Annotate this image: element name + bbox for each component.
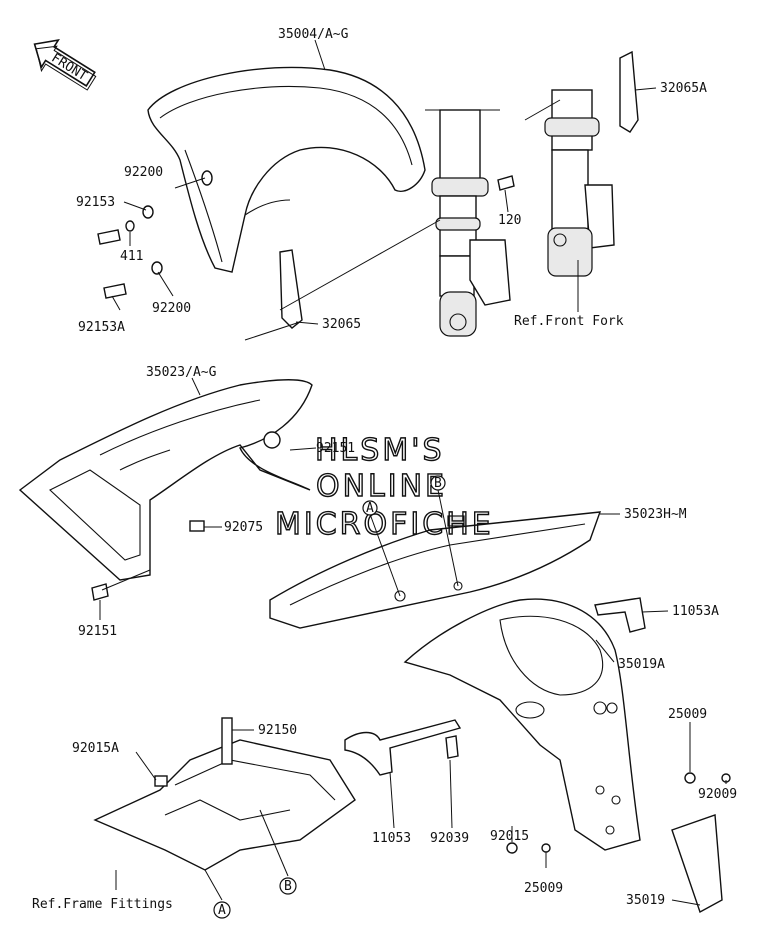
label-32065: 32065 — [322, 317, 361, 332]
label-92075: 92075 — [224, 520, 263, 535]
label-35004: 35004/A~G — [278, 27, 349, 42]
label-35023AG: 35023/A~G — [146, 365, 217, 380]
label-92153A: 92153A — [78, 320, 125, 335]
svg-text:B: B — [284, 879, 292, 894]
svg-text:MICROFICHE: MICROFICHE — [275, 507, 494, 542]
svg-text:HLSM'S: HLSM'S — [315, 433, 445, 468]
callout-A-bottom: A — [213, 901, 231, 919]
label-92039: 92039 — [430, 831, 469, 846]
label-35019: 35019 — [626, 893, 665, 908]
bracket-32065A — [619, 50, 639, 133]
svg-text:A: A — [366, 501, 374, 516]
label-25009-b: 25009 — [524, 881, 563, 896]
label-35019A: 35019A — [618, 657, 665, 672]
label-92151-a: 92151 — [316, 441, 355, 456]
bracket-11053A — [594, 597, 646, 633]
label-92015: 92015 — [490, 829, 529, 844]
label-32065A: 32065A — [660, 81, 707, 96]
label-11053: 11053 — [372, 831, 411, 846]
label-92153: 92153 — [76, 195, 115, 210]
rear-fender — [403, 598, 641, 851]
label-411: 411 — [120, 249, 143, 264]
mud-flap — [671, 814, 723, 914]
lower-bracket — [93, 717, 356, 871]
label-92150: 92150 — [258, 723, 297, 738]
callout-B-bottom: B — [279, 877, 297, 895]
fasteners-rear — [506, 772, 731, 854]
part-labels: 35004/A~G 32065A 92200 92153 411 92200 9… — [32, 27, 737, 912]
fasteners-fender — [97, 170, 515, 299]
front-fork-right — [524, 89, 615, 277]
front-fender — [147, 66, 426, 273]
svg-text:B: B — [434, 476, 442, 491]
callout-B-top: B — [430, 475, 446, 491]
label-120: 120 — [498, 213, 521, 228]
label-25009-a: 25009 — [668, 707, 707, 722]
label-92200-a: 92200 — [124, 165, 163, 180]
undertray — [269, 511, 602, 629]
bracket-32065 — [279, 249, 303, 329]
svg-text:A: A — [218, 903, 226, 918]
watermark: HLSM'S ONLINE MICROFICHE — [274, 432, 494, 542]
clip-92039 — [445, 735, 459, 759]
callout-A-top: A — [362, 500, 378, 516]
label-92009: 92009 — [698, 787, 737, 802]
label-11053A: 11053A — [672, 604, 719, 619]
label-35023HM: 35023H~M — [624, 507, 687, 522]
side-cover-left — [18, 379, 313, 601]
svg-text:ONLINE: ONLINE — [316, 469, 447, 504]
bracket-11053 — [344, 719, 462, 776]
label-ref-front-fork: Ref.Front Fork — [514, 314, 624, 329]
leader-lines — [99, 39, 727, 906]
front-arrow-icon: FRONT — [33, 38, 97, 91]
label-ref-frame-fittings: Ref.Frame Fittings — [32, 897, 173, 912]
front-fork-left — [425, 109, 511, 337]
label-92200-b: 92200 — [152, 301, 191, 316]
label-92015A: 92015A — [72, 741, 119, 756]
label-92151-b: 92151 — [78, 624, 117, 639]
